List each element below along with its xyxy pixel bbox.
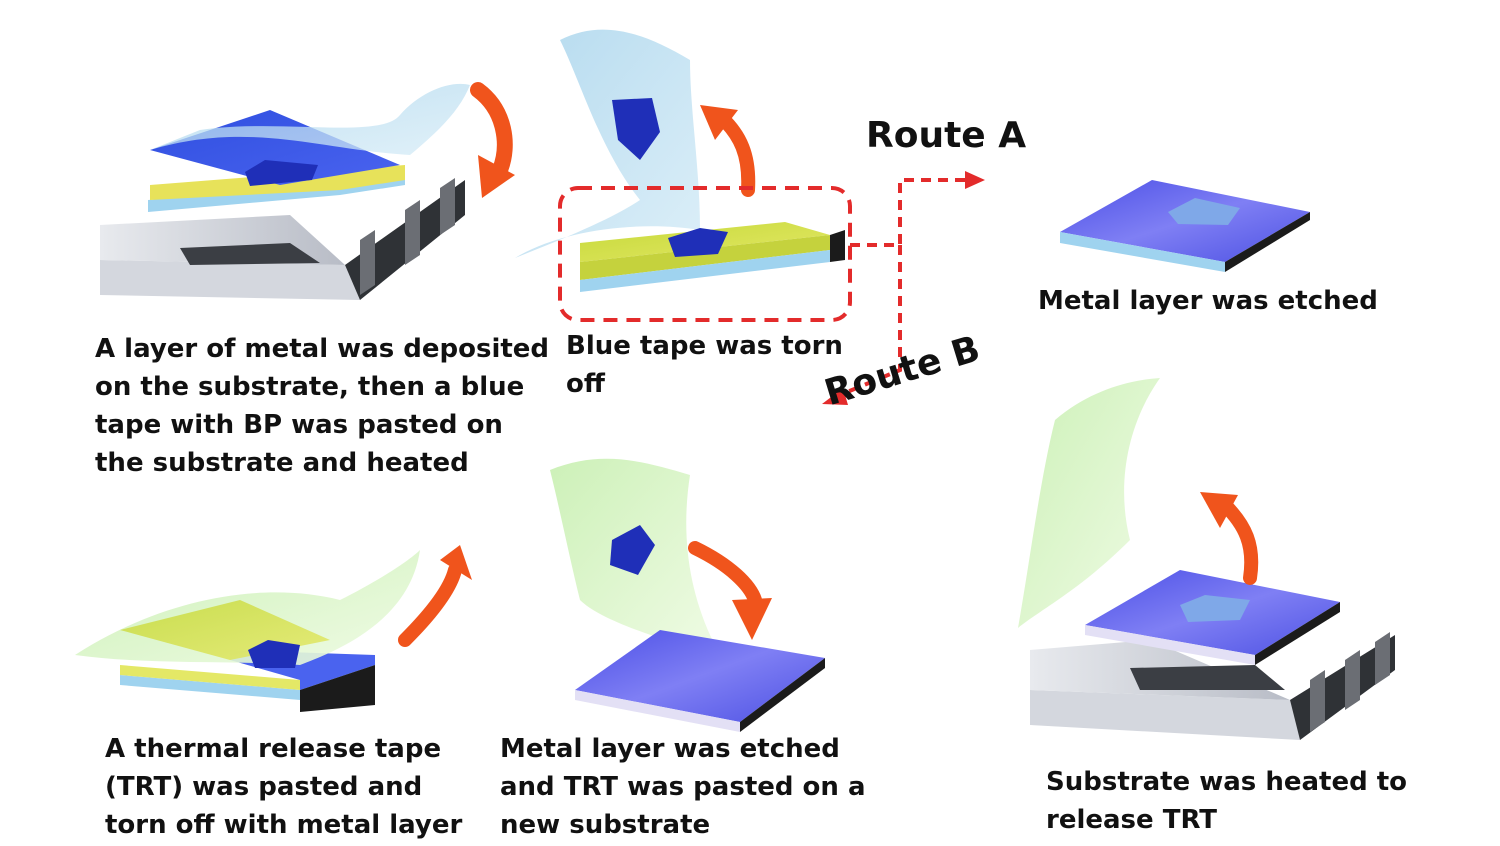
route-a-illustration — [1060, 180, 1310, 272]
caption-route-b-step3: Substrate was heated to release TRT — [1046, 763, 1407, 839]
arrow-up-icon-3 — [1218, 498, 1259, 585]
caption-route-a: Metal layer was etched — [1038, 282, 1378, 320]
etched-side — [1060, 232, 1225, 272]
route-b-arrowhead-icon — [822, 388, 848, 405]
substrate-holder — [100, 178, 465, 300]
bp-flake-on-metal — [668, 228, 728, 257]
blue-metal-top — [150, 110, 400, 185]
route-b-step2-illustration — [550, 458, 825, 732]
arrow-up-icon-2 — [398, 563, 462, 647]
route-a-label: Route A — [866, 115, 1027, 156]
route-b-step3-illustration — [1018, 378, 1395, 740]
caption-line: Metal layer was etched — [500, 734, 840, 764]
caption-line: A thermal release tape — [105, 734, 442, 764]
etched-flake — [1168, 198, 1240, 225]
bp-flake — [245, 160, 318, 186]
caption-line: on the substrate, then a blue — [95, 372, 525, 402]
caption-line: the substrate and heated — [95, 448, 469, 478]
caption-line: Blue tape was torn — [566, 331, 843, 361]
route-a-path — [850, 178, 965, 247]
final-flake — [1180, 595, 1250, 622]
final-side — [1085, 625, 1255, 665]
caption-line: tape with BP was pasted on — [95, 410, 503, 440]
arrow-down-head-icon-2 — [732, 598, 772, 640]
substrate-layer — [148, 175, 405, 212]
etched-edge — [1225, 212, 1310, 272]
route-b-path — [839, 245, 902, 397]
new-substrate-edge — [740, 658, 825, 732]
caption-line: A layer of metal was deposited — [95, 334, 550, 364]
bp-flake-on-tape — [612, 98, 660, 160]
arrow-down-icon — [470, 82, 513, 178]
new-substrate-top — [575, 630, 825, 722]
new-substrate-side — [575, 690, 740, 732]
routes — [558, 171, 985, 405]
caption-step1: A layer of metal was deposited on the su… — [95, 330, 549, 482]
caption-step2: Blue tape was torn off — [566, 327, 843, 403]
caption-line: release TRT — [1046, 805, 1218, 835]
trt-flake-2 — [610, 525, 655, 575]
peeled-blue-tape — [515, 29, 700, 258]
final-edge — [1255, 602, 1340, 665]
arrow-up-head-icon — [700, 105, 738, 140]
blue-tape — [150, 83, 470, 155]
trt-flake — [248, 640, 300, 668]
stack-edge — [830, 230, 845, 262]
caption-line: Metal layer was etched — [1038, 286, 1378, 316]
arrow-up-icon — [715, 111, 756, 197]
route-a-arrowhead-icon — [965, 171, 985, 189]
caption-route-b-step2: Metal layer was etched and TRT was paste… — [500, 730, 866, 844]
caption-line: torn off with metal layer — [105, 810, 463, 840]
caption-route-b-step1: A thermal release tape (TRT) was pasted … — [105, 730, 462, 844]
metal-stack-side — [580, 235, 830, 280]
substrate-stack-side — [580, 250, 830, 292]
selection-box — [558, 186, 852, 322]
route-b-step1-illustration — [75, 545, 472, 712]
caption-line: Substrate was heated to — [1046, 767, 1408, 797]
caption-line: new substrate — [500, 810, 711, 840]
arrow-up-head-icon-3 — [1200, 492, 1238, 528]
caption-line: off — [566, 369, 605, 399]
caption-line: (TRT) was pasted and — [105, 772, 423, 802]
trt-released — [1018, 378, 1160, 628]
step1-illustration — [100, 82, 515, 300]
arrow-up-head-icon-2 — [440, 545, 472, 580]
caption-line: and TRT was pasted on a — [500, 772, 866, 802]
step2-illustration — [515, 29, 845, 292]
arrow-down-icon-2 — [688, 541, 762, 607]
arrow-down-head-icon — [478, 155, 515, 198]
